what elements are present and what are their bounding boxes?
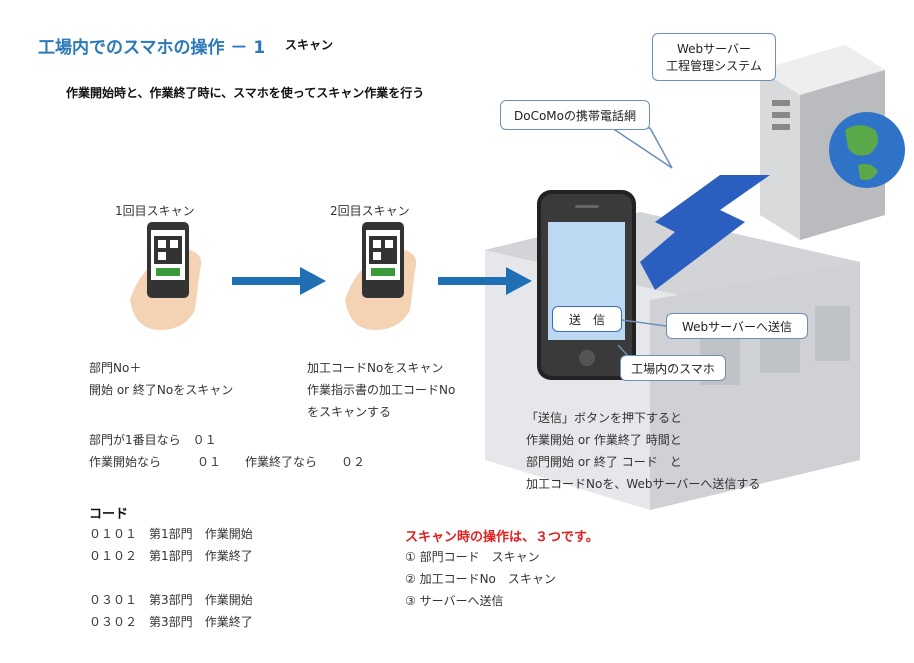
web-server-icon — [760, 45, 905, 240]
scan2-desc-line: をスキャンする — [307, 405, 392, 419]
ops-title: スキャン時の操作は、３つです。 — [405, 530, 599, 545]
send-desc-line: 加工コードNoを、Webサーバーへ送信する — [526, 477, 761, 491]
code-dept: 第3部門 — [149, 593, 193, 607]
send-button-label: 送 信 — [568, 312, 605, 327]
scan2-desc-line: 作業指示書の加工コードNo — [307, 383, 456, 397]
web-server-label-2: 工程管理システム — [666, 59, 762, 73]
code-row: ０１０１ 第1部門 作業開始 — [89, 523, 253, 545]
code-title: コード — [89, 507, 129, 522]
dept-rule-line: 作業開始なら ０１ 作業終了なら ０２ — [89, 455, 366, 469]
code-dept: 第1部門 — [149, 549, 193, 563]
code-dept: 第1部門 — [149, 527, 193, 541]
smartphone-icon — [537, 190, 636, 380]
code-action: 作業開始 — [204, 593, 253, 607]
dept-rule-line: 部門が1番目なら ０１ — [89, 433, 217, 447]
scan1-desc-line: 部門No＋ — [89, 361, 142, 375]
ops-item: ② 加工コードNo スキャン — [405, 572, 556, 586]
code-row: ０３０２ 第3部門 作業終了 — [89, 611, 253, 633]
ops-item: ③ サーバーへ送信 — [405, 594, 504, 608]
phone-callout-label: 工場内のスマホ — [631, 361, 715, 376]
scan2-desc-line: 加工コードNoをスキャン — [307, 361, 444, 375]
code-list: ０１０１ 第1部門 作業開始 ０１０２ 第1部門 作業終了 ０３０１ 第3部門 … — [89, 523, 253, 633]
code-action: 作業終了 — [204, 615, 253, 629]
scan1-desc: 部門No＋ 開始 or 終了Noをスキャン — [89, 357, 233, 401]
code-value: ０３０１ — [89, 593, 138, 607]
scan1-desc-line: 開始 or 終了Noをスキャン — [89, 383, 234, 397]
intro-text: 作業開始時と、作業終了時に、スマホを使ってスキャン作業を行う — [66, 86, 425, 100]
dept-rule: 部門が1番目なら ０１ 作業開始なら ０１ 作業終了なら ０２ — [89, 429, 365, 473]
send-button[interactable]: 送 信 — [552, 306, 622, 332]
network-callout: DoCoMoの携帯電話網 — [500, 100, 650, 130]
send-desc: 「送信」ボタンを押下すると 作業開始 or 作業終了 時間と 部門開始 or 終… — [526, 407, 760, 495]
send-desc-line: 作業開始 or 作業終了 時間と — [526, 433, 682, 447]
code-value: ０３０２ — [89, 615, 138, 629]
code-action: 作業開始 — [204, 527, 253, 541]
ops-item: ① 部門コード スキャン — [405, 550, 540, 564]
arrow-right-icon — [438, 267, 532, 295]
phone-callout: 工場内のスマホ — [620, 355, 726, 381]
scan2-label: 2回目スキャン — [330, 204, 410, 218]
code-row: ０３０１ 第3部門 作業開始 — [89, 589, 253, 611]
code-action: 作業終了 — [204, 549, 253, 563]
hand-scan-1-icon — [130, 222, 202, 330]
code-row: ０１０２ 第1部門 作業終了 — [89, 545, 253, 567]
network-label: DoCoMoの携帯電話網 — [514, 108, 636, 123]
code-dept: 第3部門 — [149, 615, 193, 629]
code-value: ０１０１ — [89, 527, 138, 541]
web-server-callout: Webサーバー 工程管理システム — [652, 33, 776, 81]
page-title: 工場内でのスマホの操作 － 1 — [38, 38, 266, 58]
send-desc-line: 「送信」ボタンを押下すると — [526, 411, 683, 425]
scan1-label: 1回目スキャン — [115, 204, 195, 218]
send-callout-label: Webサーバーへ送信 — [681, 319, 793, 334]
code-value: ０１０２ — [89, 549, 138, 563]
ops-list: ① 部門コード スキャン ② 加工コードNo スキャン ③ サーバーへ送信 — [405, 546, 556, 612]
page-subtitle: スキャン — [285, 38, 334, 52]
send-callout: Webサーバーへ送信 — [666, 313, 808, 339]
web-server-label-1: Webサーバー — [676, 42, 752, 56]
hand-scan-2-icon — [345, 222, 417, 330]
arrow-right-icon — [232, 267, 326, 295]
send-desc-line: 部門開始 or 終了 コード と — [526, 455, 682, 469]
scan2-desc: 加工コードNoをスキャン 作業指示書の加工コードNo をスキャンする — [307, 357, 455, 423]
lightning-icon — [640, 175, 770, 290]
